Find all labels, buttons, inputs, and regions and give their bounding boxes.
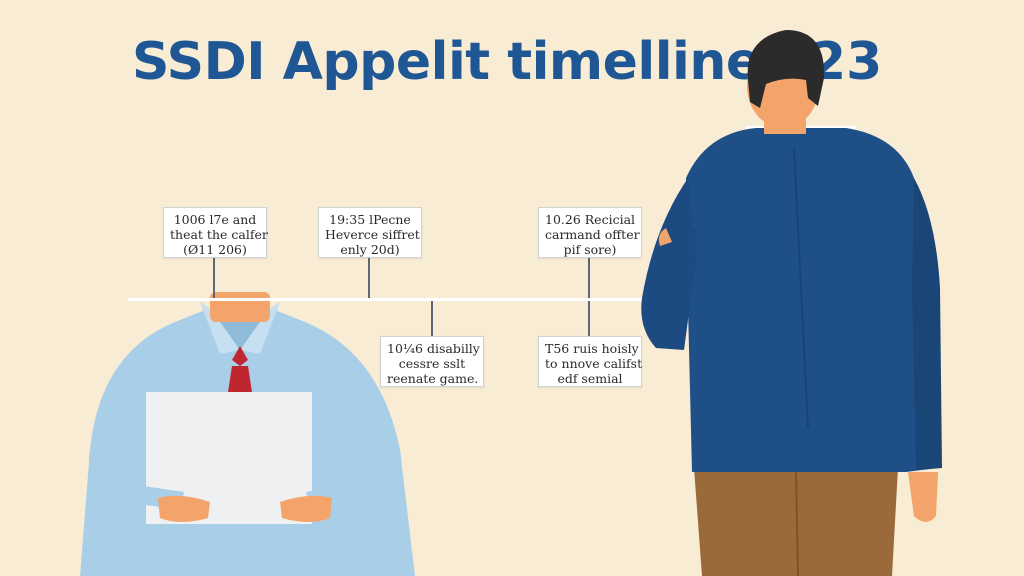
timeline-card-line: reenate game. [387, 371, 479, 386]
timeline-card-line: theat the calfer [170, 227, 268, 242]
timeline-tick [368, 258, 370, 298]
seated-person-illustration [80, 292, 415, 576]
timeline-card-line: 10¼6 disabilly [387, 341, 480, 356]
timeline-card-line: to nnove califst [545, 356, 643, 371]
timeline-card: 19:35 lPecne Heverce siffret enly 20d) [318, 207, 422, 258]
timeline-card-line: pif sore) [563, 242, 617, 257]
timeline-card-line: edf semial [557, 371, 623, 386]
timeline-card-line: cessre sslt [398, 356, 466, 371]
timeline-card-line: 10.26 Recicial [545, 212, 636, 227]
timeline-card-line: Heverce siffret [325, 227, 420, 242]
timeline-card-line: 1006 l7e and [173, 212, 257, 227]
timeline-card-line: 19:35 lPecne [329, 212, 411, 227]
timeline-tick [431, 301, 433, 336]
timeline-axis [128, 298, 648, 301]
timeline-card-line: T56 ruis hoisly [545, 341, 639, 356]
standing-man-illustration [641, 30, 942, 576]
timeline-card-line: (Ø11 206) [183, 242, 247, 257]
timeline-card: 10.26 Recicial carmand offter pif sore) [538, 207, 642, 258]
timeline-tick [588, 301, 590, 336]
timeline-card: T56 ruis hoisly to nnove califst edf sem… [538, 336, 642, 387]
timeline-card-line: carmand offter [545, 227, 640, 242]
timeline-card: 1006 l7e and theat the calfer (Ø11 206) [163, 207, 268, 258]
timeline-card: 10¼6 disabilly cessre sslt reenate game. [380, 336, 484, 387]
page-title: SSDI Appelit timelline [132, 32, 761, 92]
timeline-card-line: enly 20d) [340, 242, 400, 257]
timeline-tick [213, 258, 215, 298]
timeline-tick [588, 258, 590, 298]
